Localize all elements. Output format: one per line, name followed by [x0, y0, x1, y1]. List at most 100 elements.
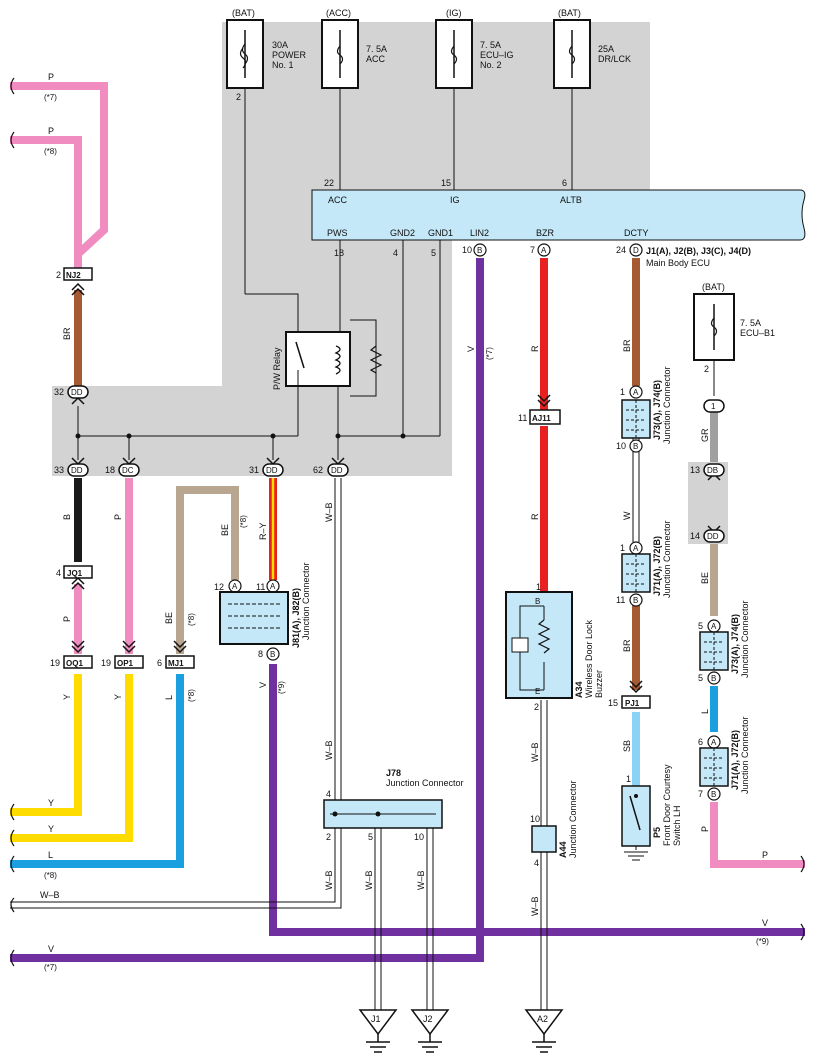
- jq1-pin: 4: [56, 568, 61, 578]
- ecu-label-bzr: BZR: [536, 228, 555, 238]
- switch-name2: Switch LH: [672, 805, 682, 846]
- fuse4-rating: 25A: [598, 44, 614, 54]
- ecu-term-dcty: D: [633, 246, 639, 255]
- nj2-pin: 2: [56, 270, 61, 280]
- wire-label-ry: R–Y: [258, 522, 268, 540]
- fuse2-source: (ACC): [326, 8, 351, 18]
- wire-label-v2: V: [466, 346, 476, 352]
- nj2-id: NJ2: [66, 271, 81, 280]
- j81-pin-8: 8: [258, 649, 263, 659]
- fuse1-source: (BAT): [232, 8, 255, 18]
- fuse-ecu-ig-no2: [435, 19, 473, 89]
- ecu-label-ig: IG: [450, 195, 460, 205]
- ecu-term-bzr: A: [541, 246, 547, 255]
- ecu-label-gnd1: GND1: [428, 228, 453, 238]
- ecu-pin-22: 22: [324, 178, 334, 188]
- fuse5-name: ECU–B1: [740, 328, 775, 338]
- dd62-pin: 62: [313, 465, 323, 475]
- ecu-internal-wiring: [77, 88, 715, 460]
- wire-label-gr: GR: [700, 428, 710, 442]
- ecu-pin-10: 10: [462, 245, 472, 255]
- fuse1-pin: 2: [236, 92, 241, 102]
- wire-label-p5: P: [700, 826, 710, 832]
- a44-pin4: 4: [534, 858, 539, 868]
- j73u-ref: J73(A), J74(B): [652, 380, 662, 440]
- ecu-label-pws: PWS: [327, 228, 348, 238]
- fuse3-name2: No. 2: [480, 60, 502, 70]
- main-body-ecu-box: [311, 189, 806, 241]
- j78-pin10: 10: [414, 832, 424, 842]
- fuse-dr-lck: [553, 19, 591, 89]
- ecu-pin-6: 6: [562, 178, 567, 188]
- fuse5-pin: 2: [704, 364, 709, 374]
- wire-label-r1: R: [530, 345, 540, 352]
- j73r-name: Junction Connector: [740, 600, 750, 678]
- wire-label-wb2: W–B: [324, 740, 334, 760]
- aj11-id: AJ11: [532, 414, 551, 423]
- pw-relay: [285, 331, 383, 387]
- j71u-ref: J71(A), J72(B): [652, 536, 662, 596]
- j73r-pin-top: 5: [698, 621, 703, 631]
- ecu-label-acc: ACC: [328, 195, 348, 205]
- wire-label-l1: L: [48, 850, 53, 860]
- ecu-term-lin2: B: [477, 246, 482, 255]
- wire-label-wb7: W–B: [530, 742, 540, 762]
- wire-label-p4: P: [113, 514, 123, 520]
- j78-pin2: 2: [326, 832, 331, 842]
- wire-label-l2: L: [164, 695, 174, 700]
- ecu-name: Main Body ECU: [646, 258, 710, 268]
- wire-label-v1: V: [258, 682, 268, 688]
- fuse5-rating: 7. 5A: [740, 318, 761, 328]
- ground-label-j1: J1: [371, 1014, 381, 1024]
- fuse5-source: (BAT): [702, 282, 725, 292]
- fuse3-rating: 7. 5A: [480, 40, 501, 50]
- wire-label-wb6: W–B: [416, 870, 426, 890]
- oq1-pin: 19: [50, 658, 60, 668]
- mj1-pin: 6: [157, 658, 162, 668]
- wire-label-p6: P: [762, 850, 768, 860]
- j81-term-a1: A: [232, 582, 238, 591]
- fuse-ecu-b1: [693, 293, 735, 361]
- j81-ref: J81(A), J82(B): [291, 588, 301, 648]
- a44-name: Junction Connector: [568, 780, 578, 858]
- j81-pin-11: 11: [256, 582, 265, 592]
- note-9-b: (*9): [756, 937, 769, 946]
- j71u-term-bot: B: [633, 596, 638, 605]
- colored-wires: [10, 82, 805, 962]
- j73u-term-top: A: [633, 388, 639, 397]
- j81-pin-12: 12: [214, 582, 224, 592]
- dd32-code: DD: [71, 388, 83, 397]
- j73r-pin-bot: 5: [698, 673, 703, 683]
- op1-id: OP1: [117, 659, 134, 668]
- wire-label-sb: SB: [622, 740, 632, 752]
- jq1-id: JQ1: [67, 569, 83, 578]
- wire-label-y1: Y: [62, 694, 72, 700]
- ground-label-a2: A2: [537, 1014, 548, 1024]
- wire-label-wb3: W–B: [324, 870, 334, 890]
- wireless-door-lock-buzzer: [505, 591, 573, 699]
- j73u-term-bot: B: [633, 442, 638, 451]
- op1-pin: 19: [101, 658, 111, 668]
- ecu-pin-5: 5: [431, 248, 436, 258]
- ecu-label-lin2: LIN2: [470, 228, 489, 238]
- note-8-b: (*8): [44, 871, 57, 880]
- note-7-b: (*7): [485, 347, 494, 360]
- fuse2-name: ACC: [366, 54, 386, 64]
- fuse-power-no1: [226, 19, 264, 89]
- wire-label-y3: Y: [48, 798, 54, 808]
- j81-term-a2: A: [270, 582, 276, 591]
- j71r-pin-bot: 7: [698, 789, 703, 799]
- j73u-name: Junction Connector: [662, 366, 672, 444]
- j71r-pin-top: 6: [698, 737, 703, 747]
- fuse4-source: (BAT): [558, 8, 581, 18]
- buzzer-pin2: 2: [534, 702, 539, 712]
- aj11-pin: 11: [518, 413, 527, 423]
- ground-label-j2: J2: [423, 1014, 433, 1024]
- dc18-pin: 18: [105, 465, 115, 475]
- wire-label-b: B: [62, 514, 72, 520]
- switch-pin: 1: [626, 774, 631, 784]
- j73r-ref: J73(A), J74(B): [730, 614, 740, 674]
- a44-pin10: 10: [530, 814, 540, 824]
- pw-relay-label: P/W Relay: [272, 347, 282, 390]
- pj1-pin: 15: [608, 698, 618, 708]
